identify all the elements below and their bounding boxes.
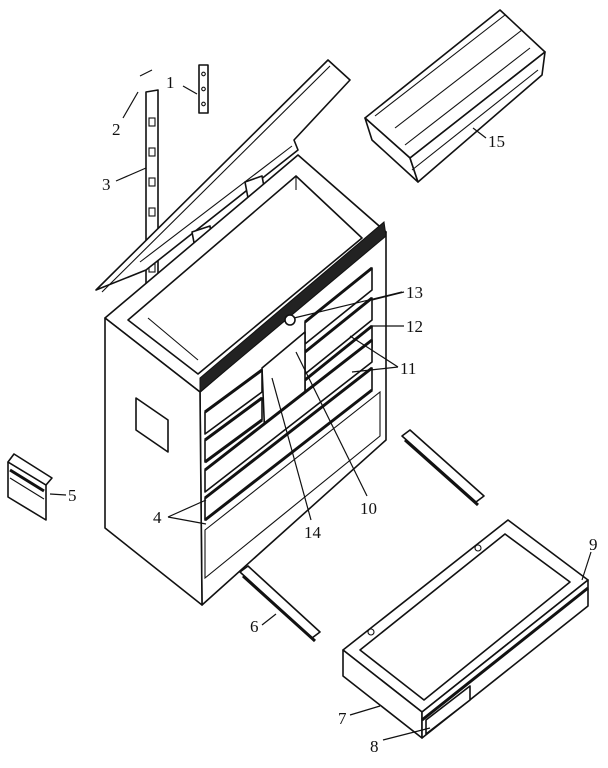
callout-2: 2	[112, 120, 121, 139]
lid-stay-part	[198, 64, 209, 114]
callout-10: 10	[360, 499, 377, 518]
latch-part	[7, 453, 53, 521]
chest-side	[104, 317, 203, 606]
callout-15: 15	[488, 132, 505, 151]
callout-11: 11	[400, 359, 416, 378]
callout-6: 6	[250, 617, 259, 636]
side-handle	[135, 397, 169, 453]
callout-9: 9	[589, 535, 598, 554]
callout-7: 7	[338, 709, 347, 728]
callout-labels: 1 2 3 4 5 6 7 8 9 10 11 12 13 14 15	[68, 73, 598, 756]
callout-1: 1	[166, 73, 175, 92]
callout-5: 5	[68, 486, 77, 505]
chest-lid	[95, 59, 351, 291]
callout-8: 8	[370, 737, 379, 756]
rivet-part	[139, 69, 153, 77]
callout-14: 14	[304, 523, 322, 542]
leader-lines	[49, 85, 592, 741]
drawer-slide-lower	[239, 565, 321, 643]
callout-12: 12	[406, 317, 423, 336]
drawer-slide-upper	[401, 429, 485, 507]
callout-13: 13	[406, 283, 423, 302]
drawer	[342, 519, 589, 739]
tool-chest	[95, 59, 387, 606]
callout-4: 4	[153, 508, 162, 527]
tote-tray	[364, 9, 546, 183]
lock-cylinder	[284, 314, 296, 326]
callout-3: 3	[102, 175, 111, 194]
